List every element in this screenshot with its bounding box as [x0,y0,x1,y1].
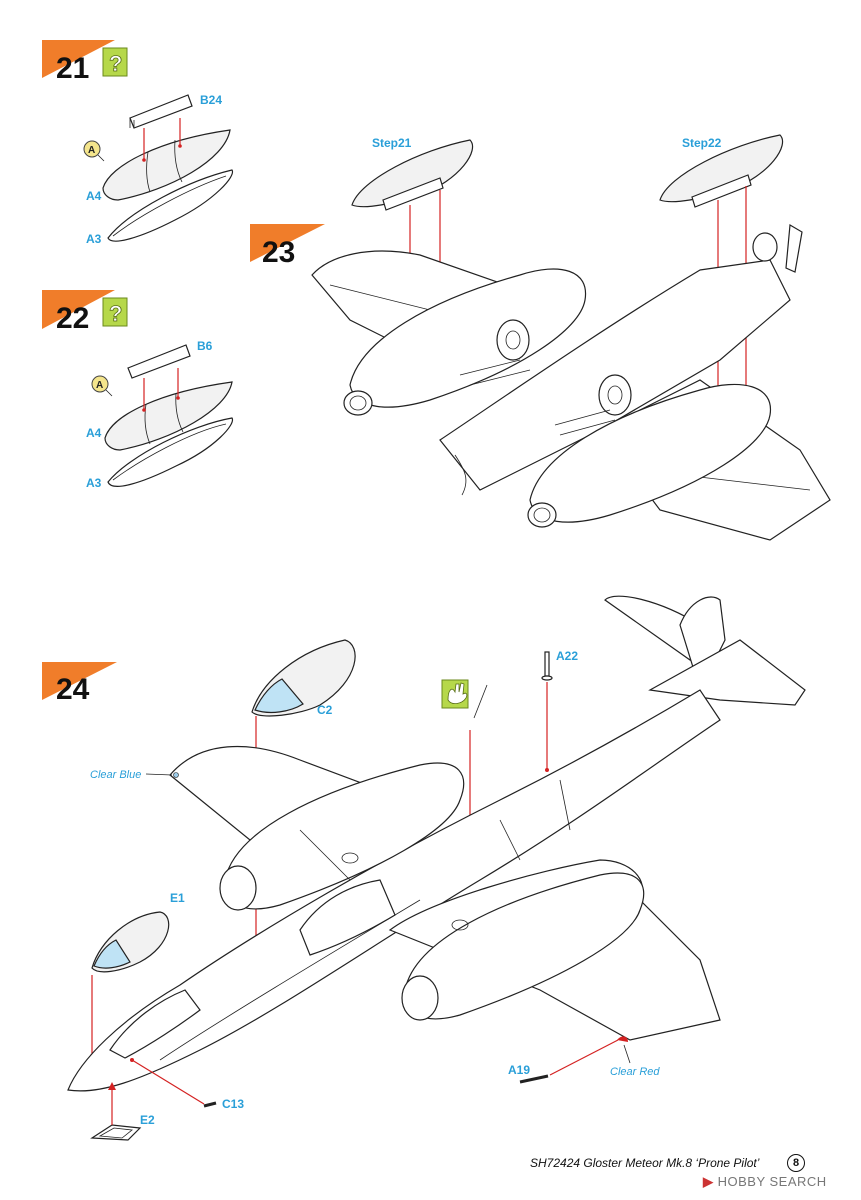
canopy-c2-drawing [251,639,356,717]
canopy-e1-drawing [91,911,170,973]
step-24-number: 24 [56,673,90,706]
part-label-a22: A22 [556,649,578,663]
aircraft-top [67,595,806,1092]
part-label-e1: E1 [170,891,185,905]
part-label-b24: B24 [200,93,222,107]
step-22-tab [42,290,115,329]
step-21-number: 21 [56,52,89,85]
svg-text:A: A [88,145,95,156]
part-b6-drawing [127,344,191,379]
question-icon: ? [102,297,128,327]
step-21-tab [42,40,115,78]
step-23-tab [250,224,325,262]
airframe-underside [311,224,831,541]
step-24-tab [42,662,117,700]
fairing-step22 [659,134,784,208]
note-clear-red: Clear Red [610,1066,660,1078]
footer-product: SH72424 Gloster Meteor Mk.8 ‘Prone Pilot… [530,1156,760,1170]
part-a3-drawing [107,417,234,487]
svg-text:?: ? [109,51,122,76]
callout-step22: Step22 [682,136,722,150]
part-a4-drawing [104,381,233,451]
step-24: 24 C2 E1 A22 [42,595,806,1141]
part-b24-drawing [129,94,193,129]
part-label-a3: A3 [86,476,102,490]
svg-text:A: A [96,380,103,391]
part-a3-drawing [107,169,234,242]
glue-hand-icon [441,679,469,709]
part-label-a3: A3 [86,232,102,246]
part-e2-drawing [90,1124,142,1141]
part-label-a4: A4 [86,189,102,203]
step-22: 22 ? B6 A4 A3 A [42,290,234,490]
svg-text:?: ? [109,301,122,326]
part-label-c2: C2 [317,703,333,717]
step-22-number: 22 [56,302,89,335]
part-c13-drawing [203,1101,217,1108]
note-clear-blue: Clear Blue [90,769,141,781]
page-number: 8 [787,1154,805,1172]
step-23: 23 Step21 Step22 [250,134,831,541]
part-label-a19: A19 [508,1063,530,1077]
question-icon: ? [102,47,128,77]
callout-step21: Step21 [372,136,412,150]
part-label-b6: B6 [197,339,213,353]
option-a-marker: A [83,140,105,162]
fairing-step21 [351,139,474,211]
part-label-a4: A4 [86,426,102,440]
part-a22-drawing [541,651,553,681]
step-21: 21 ? B24 A4 A3 A [42,40,234,246]
option-a-marker: A [91,375,113,397]
part-label-c13: C13 [222,1097,244,1111]
watermark: ▶ HOBBY SEARCH [703,1174,827,1189]
step-23-number: 23 [262,236,295,269]
part-a4-drawing [102,129,231,201]
part-label-e2: E2 [140,1113,155,1127]
part-a19-drawing [519,1074,549,1084]
